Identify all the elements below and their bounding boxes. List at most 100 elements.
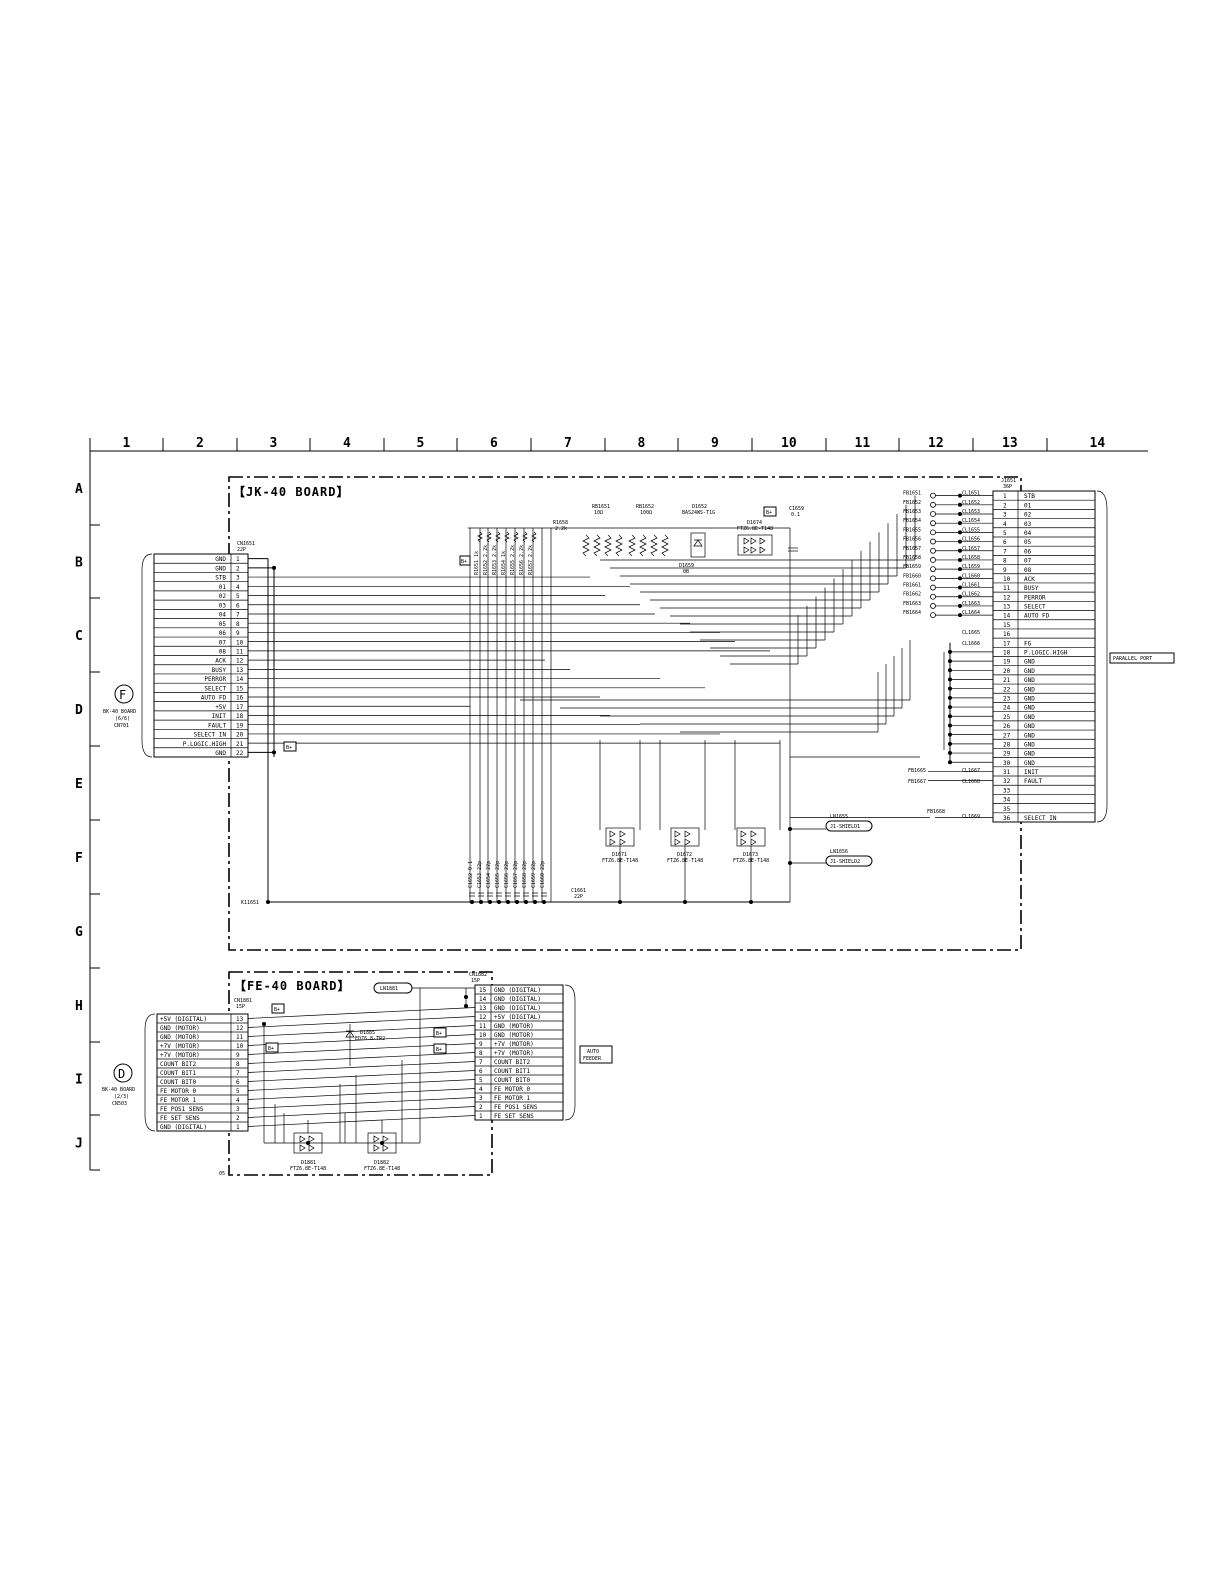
j1651-pin: 2	[1003, 502, 1007, 509]
cn1881-pin: 13	[236, 1016, 244, 1023]
inductor-label: CL1658	[962, 555, 980, 561]
svg-text:D1881: D1881	[301, 1160, 316, 1166]
j1651-signal: P.LOGIC.HIGH	[1024, 650, 1068, 657]
inductor-label: CL1657	[962, 546, 980, 552]
fe-b-plus-2: B+	[265, 1042, 279, 1053]
j1651-signal: GND	[1024, 714, 1035, 721]
j1651-pin: 25	[1003, 714, 1011, 721]
ferrite-bead-label: FB1657	[903, 546, 921, 552]
grid-row-label: H	[75, 999, 83, 1014]
inductor-label: CL1654	[962, 518, 980, 524]
grid-row-label: A	[75, 482, 83, 497]
j1651-signal: GND	[1024, 723, 1035, 730]
svg-text:C1661: C1661	[571, 888, 586, 894]
cn1882-signal: COUNT BIT1	[494, 1068, 531, 1075]
cn1651-signal: PERROR	[204, 676, 226, 683]
inductor-label: CL1655	[962, 527, 980, 533]
cn1651-signal: 03	[219, 602, 227, 609]
fe-b-plus-4: B+	[433, 1043, 447, 1054]
ferrite-bead-label: FB1659	[903, 564, 921, 570]
cn1881-pin: 2	[236, 1115, 240, 1122]
j1651-pin: 32	[1003, 778, 1011, 785]
j1651-ref: J1651	[1001, 478, 1016, 484]
j1651-signal: GND	[1024, 686, 1035, 693]
fe-board-title: 【FE-40 BOARD】	[234, 978, 350, 993]
pullup-label: R1655 2.2k	[510, 545, 516, 575]
cn1882-signal: FE MOTOR 0	[494, 1086, 531, 1093]
grid-row-label: G	[75, 925, 83, 940]
j1651-signal: 01	[1024, 502, 1032, 509]
cn1881-signal: GND (DIGITAL)	[160, 1124, 207, 1131]
cap-label: C1652 0.1	[468, 861, 474, 888]
cn1881-signal: +7V (MOTOR)	[160, 1052, 200, 1059]
svg-text:D1659: D1659	[679, 563, 694, 569]
svg-text:FEEDER: FEEDER	[583, 1056, 602, 1062]
cn1651-signal: AUTO FD	[201, 695, 227, 702]
cn1881-signal: +5V (DIGITAL)	[160, 1016, 207, 1023]
j1651-signal: AUTO FD	[1024, 613, 1050, 620]
svg-text:CL1668: CL1668	[962, 779, 980, 785]
j1651-signal: 07	[1024, 558, 1032, 565]
cn1882-signal: GND (DIGITAL)	[494, 987, 541, 994]
svg-text:FTZ6.8E-T148: FTZ6.8E-T148	[290, 1166, 326, 1172]
cn1881-signal: +7V (MOTOR)	[160, 1043, 200, 1050]
j1651-signal: GND	[1024, 751, 1035, 758]
j1651-pin: 15	[1003, 622, 1011, 629]
cn1651-signal: BUSY	[212, 667, 227, 674]
cn1881-signal: COUNT BIT0	[160, 1079, 197, 1086]
grid-col-label: 1	[123, 436, 131, 451]
grid-col-label: 12	[928, 436, 944, 451]
cn1882-signal: COUNT BIT2	[494, 1059, 531, 1066]
cap-c1661: C1661 22P	[571, 888, 586, 900]
cn1651-ref: CN1651	[237, 541, 255, 547]
diode-ref: D1672	[677, 852, 692, 858]
j1651-pin: 28	[1003, 741, 1011, 748]
svg-text:BAS24WS-T1G: BAS24WS-T1G	[682, 510, 715, 516]
cn1882-signal: FE SET SENS	[494, 1113, 534, 1120]
lower-ferrites: CL1665 CL1666 FB1665 FB1667 CL1667 CL166…	[908, 630, 980, 820]
cap-label: C1655 22p	[495, 861, 501, 888]
j1651-pin: 29	[1003, 751, 1011, 758]
svg-text:J1-SHIELD2: J1-SHIELD2	[830, 859, 860, 865]
cn1881-signal: FE MOTOR 1	[160, 1097, 197, 1104]
fe-b-plus-3: B+	[433, 1027, 447, 1038]
grid-col-label: 8	[638, 436, 646, 451]
svg-text:0B: 0B	[683, 569, 689, 575]
cn1651-pin: 18	[236, 713, 244, 720]
svg-text:CL1666: CL1666	[962, 641, 980, 647]
cn1651-signal: 05	[219, 621, 227, 628]
svg-text:RB1652: RB1652	[636, 504, 654, 510]
cn1651-pin: 10	[236, 639, 244, 646]
svg-text:D1652: D1652	[692, 504, 707, 510]
grid-row-label: F	[75, 851, 83, 866]
fe-board: 【FE-40 BOARD】 LN1881 CN1881 15P +5V (DIG…	[102, 971, 613, 1177]
svg-text:B+: B+	[268, 1046, 274, 1052]
source-f-line1: BK-40 BOARD	[103, 709, 136, 715]
j1651-pin: 10	[1003, 576, 1011, 583]
svg-text:CL1665: CL1665	[962, 630, 980, 636]
j1651-pin: 16	[1003, 631, 1011, 638]
j1651-signal: STB	[1024, 493, 1035, 500]
svg-text:EDZ6.8-TR2: EDZ6.8-TR2	[355, 1036, 385, 1042]
pullup-label: R1651 1k	[474, 551, 480, 575]
j1651-pin: 30	[1003, 760, 1011, 767]
svg-text:FB1665: FB1665	[908, 768, 926, 774]
ferrite-bead-label: FB1653	[903, 509, 921, 515]
diode-d1659: D1659 0B	[679, 563, 694, 575]
cn1881-pin: 4	[236, 1097, 240, 1104]
svg-text:LN1881: LN1881	[380, 986, 398, 992]
source-f-line2: (6/6)	[115, 716, 130, 722]
resistor-array-rb1652: RB1652 100Ω	[628, 504, 669, 557]
jk-bus-wires	[248, 495, 993, 903]
svg-text:B+: B+	[436, 1047, 442, 1053]
source-d: D BK-40 BOARD (2/3) CN503	[102, 1063, 135, 1107]
ferrite-bead-label: FB1662	[903, 592, 921, 598]
diode-d1674: D1674 FTZ6.8E-T148	[737, 520, 773, 556]
j1651-pin: 5	[1003, 530, 1007, 537]
cn1881-pin: 12	[236, 1025, 244, 1032]
cn1882-pin: 2	[479, 1104, 483, 1111]
inductor-label: CL1663	[962, 601, 980, 607]
inductor-label: CL1653	[962, 509, 980, 515]
j1651-signal: GND	[1024, 677, 1035, 684]
